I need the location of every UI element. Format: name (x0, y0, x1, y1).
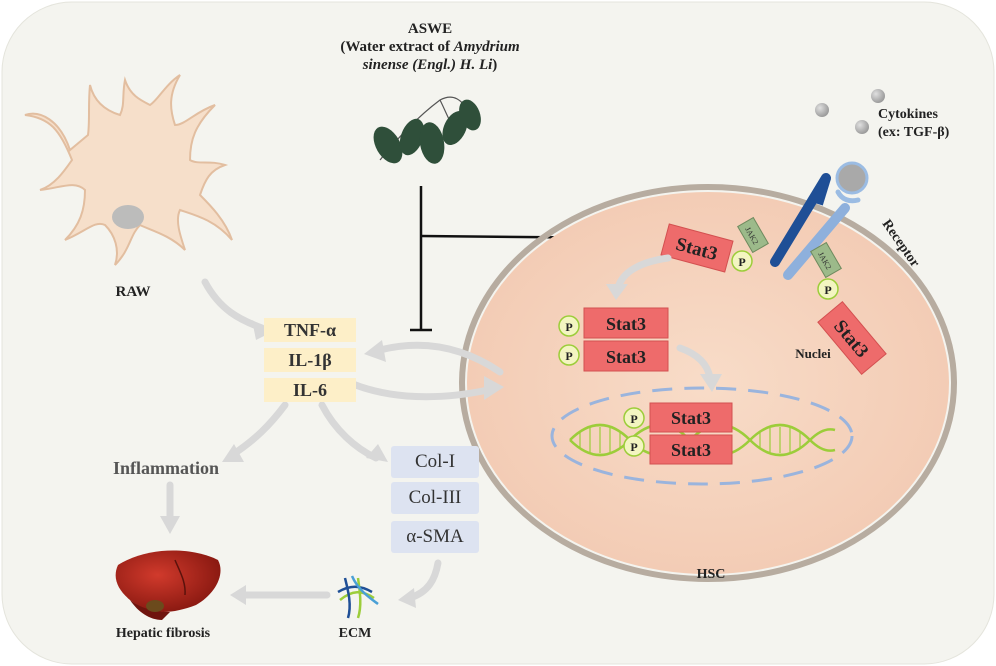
ecm-label: ECM (338, 626, 372, 641)
ecm-box-asma: α-SMA (391, 521, 479, 553)
stat3-dimer-bottom-label: Stat3 (606, 347, 646, 367)
cytokines-label: Cytokines (ex: TGF-β) (878, 106, 978, 142)
phospho-dimer-top-label: P (565, 320, 572, 334)
stat3-dimer-top-label: Stat3 (606, 314, 646, 334)
ecm-fibers (337, 575, 379, 619)
stat3-nucleus-bottom-label: Stat3 (671, 440, 711, 460)
liver-image (115, 550, 221, 620)
aswe-species: sinense (Engl.) H. Li (362, 57, 493, 73)
cytokines-line1: Cytokines (878, 107, 938, 122)
phospho-dimer-bottom-label: P (565, 349, 572, 363)
raw-label: RAW (115, 284, 151, 300)
nucleus-membrane (550, 386, 854, 486)
receptor (770, 161, 869, 280)
phospho-receptor (817, 278, 839, 300)
cytokines-line2: (ex: TGF-β) (878, 125, 950, 140)
aswe-line3: sinense (Engl.) H. Li) (320, 56, 540, 74)
cytokine-particles (815, 89, 885, 134)
ecm-box-col1: Col-I (391, 446, 479, 478)
phospho-receptor-label: P (824, 283, 831, 297)
phospho-cytoplasm-label: P (738, 255, 745, 269)
cytokine-box-il1b: IL-1β (264, 348, 356, 372)
hsc-label: HSC (696, 567, 726, 582)
stat3-nucleus-top-label: Stat3 (671, 408, 711, 428)
nuclei-label: Nuclei (795, 346, 831, 361)
ecm-box-col3: Col-III (391, 482, 479, 514)
stat3-cytoplasm: Stat3 (660, 223, 734, 273)
inflammation-label: Inflammation (112, 458, 219, 478)
phospho-nucleus-top-label: P (630, 412, 637, 426)
arrow-heads (160, 284, 722, 608)
aswe-line2-text: (Water extract of (340, 39, 454, 55)
aswe-genus: Amydrium (453, 39, 520, 55)
cytokine-box-il6: IL-6 (264, 378, 356, 402)
plant-leaves-image (373, 96, 481, 164)
cytokine-box-tnf: TNF-α (264, 318, 356, 342)
hepatic-fibrosis-label: Hepatic fibrosis (115, 626, 211, 641)
phospho-cytoplasm (731, 250, 753, 272)
jak2-left: JAK2 (737, 216, 769, 254)
stat3-dimer-cytoplasm (558, 307, 669, 372)
phospho-nucleus-bottom-label: P (630, 440, 637, 454)
raw-macrophage-cell (24, 74, 233, 266)
aswe-line2: (Water extract of Amydrium (320, 38, 540, 56)
aswe-line1: ASWE (407, 21, 453, 37)
jak2-right: JAK2 (810, 241, 842, 279)
aswe-title: ASWE (Water extract of Amydrium sinense … (320, 20, 540, 74)
stat3-dimer-nucleus (623, 402, 733, 465)
aswe-line3-post: ) (492, 57, 498, 73)
